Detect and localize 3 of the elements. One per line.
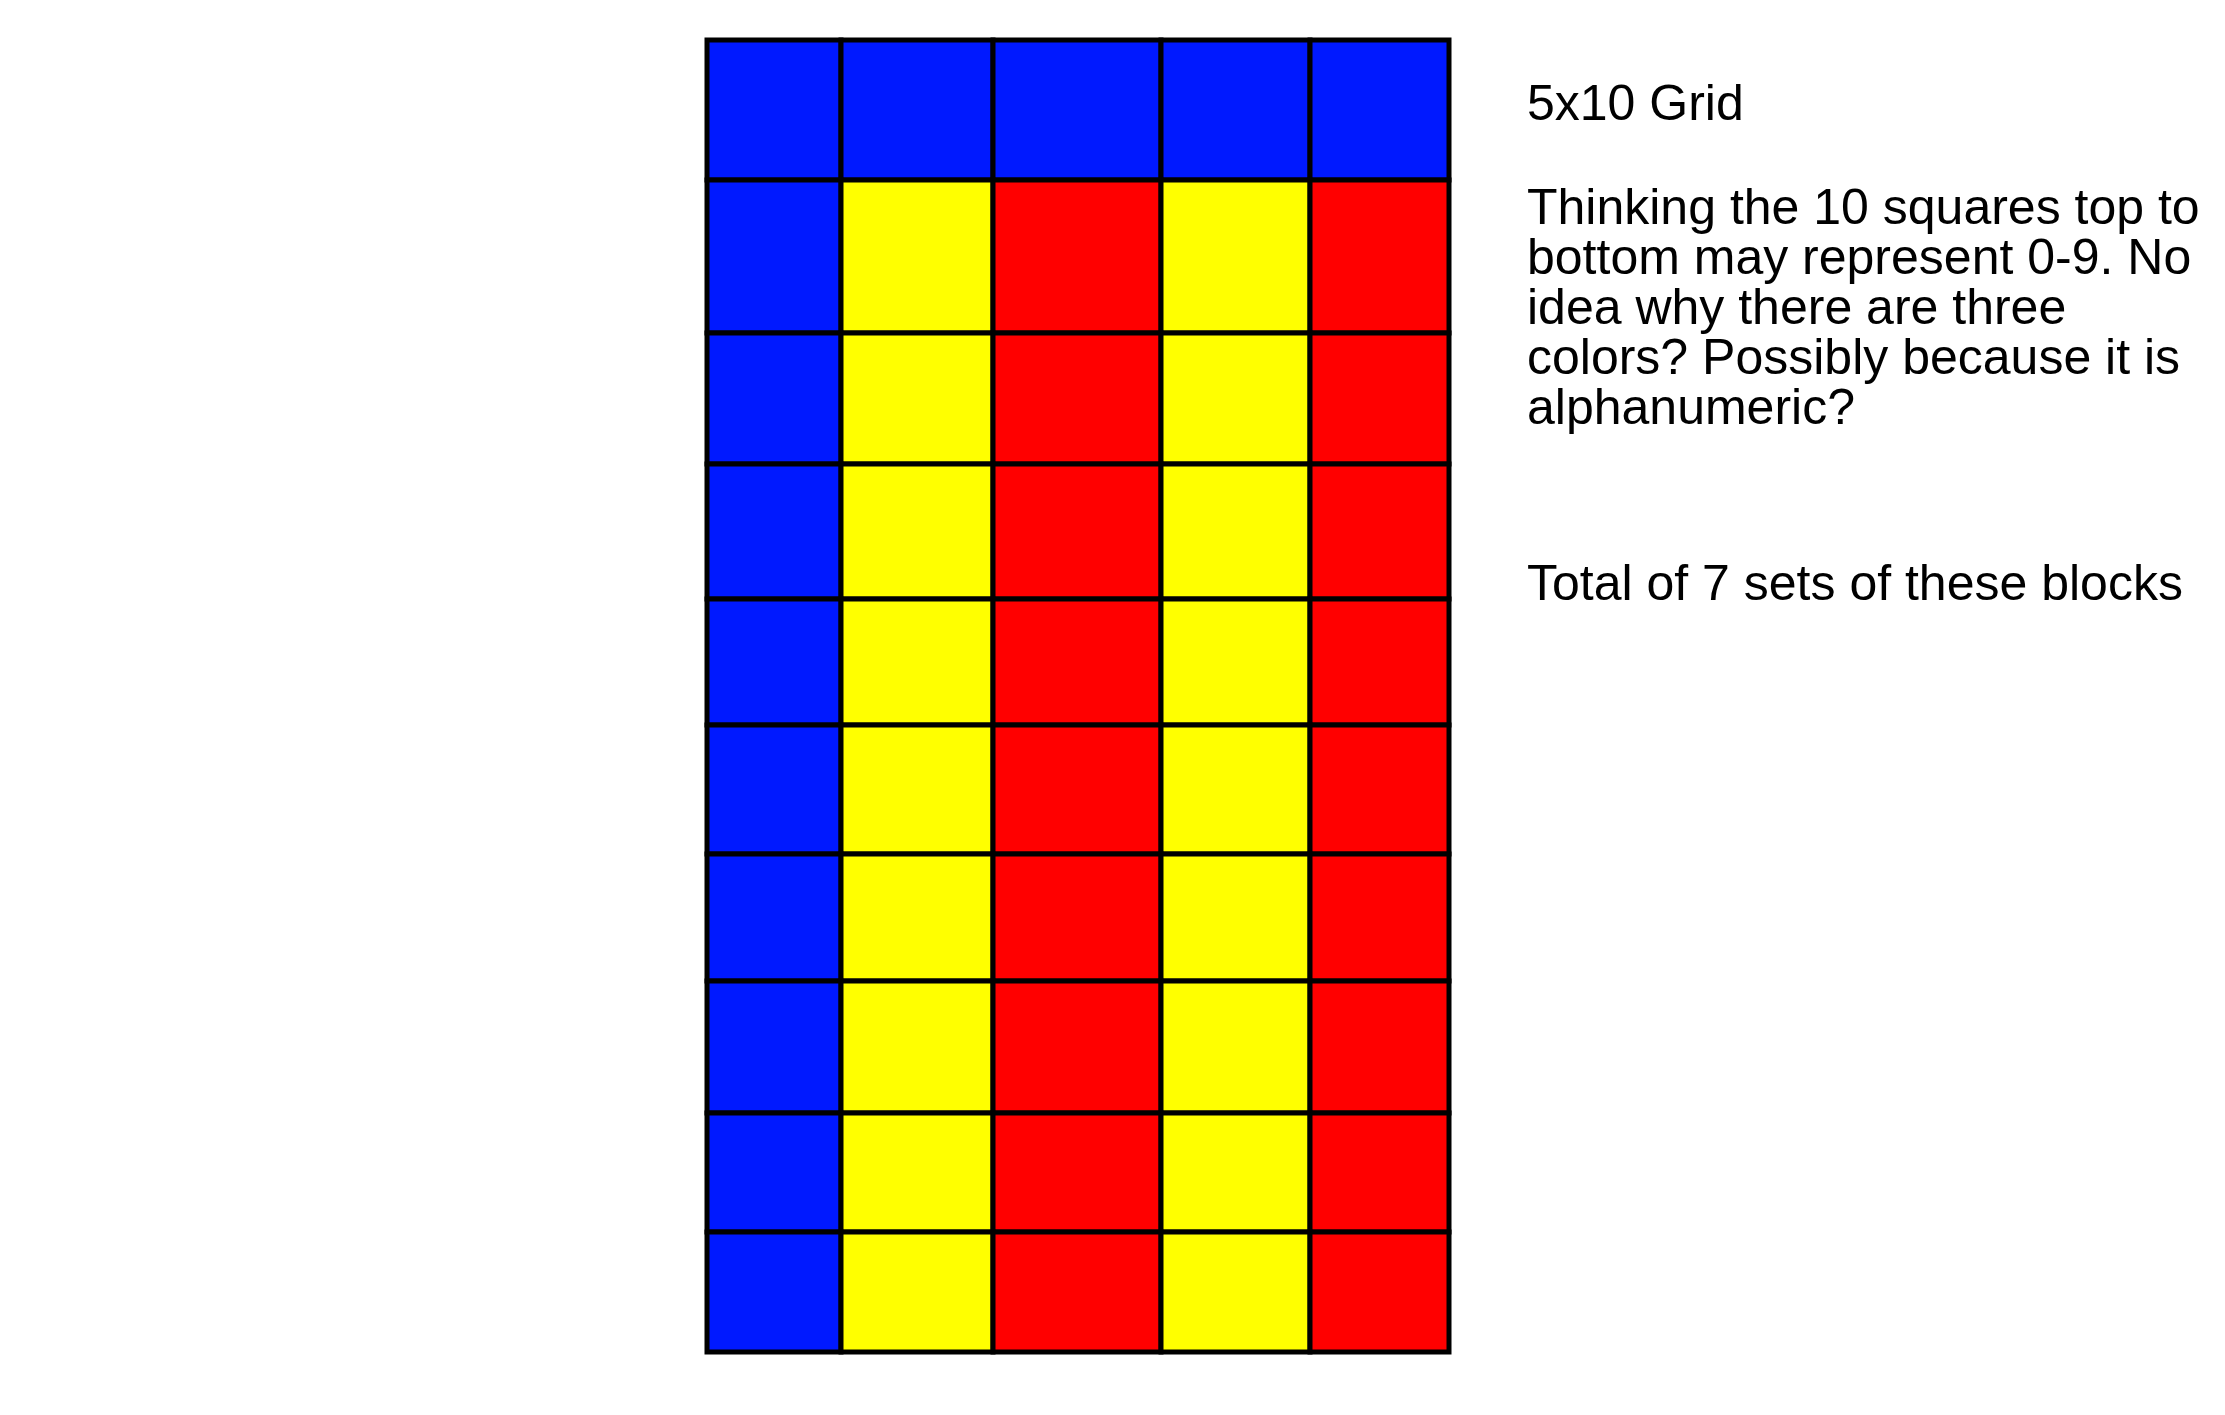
note-text: Thinking the 10 squares top to bottom may represent 0-9. No idea why there are three colors? Possibly because it is alphanumeric? <box>1527 182 2201 432</box>
note-text: Total of 7 sets of these blocks <box>1527 558 2184 608</box>
title-text: 5x10 Grid <box>1527 78 1745 128</box>
